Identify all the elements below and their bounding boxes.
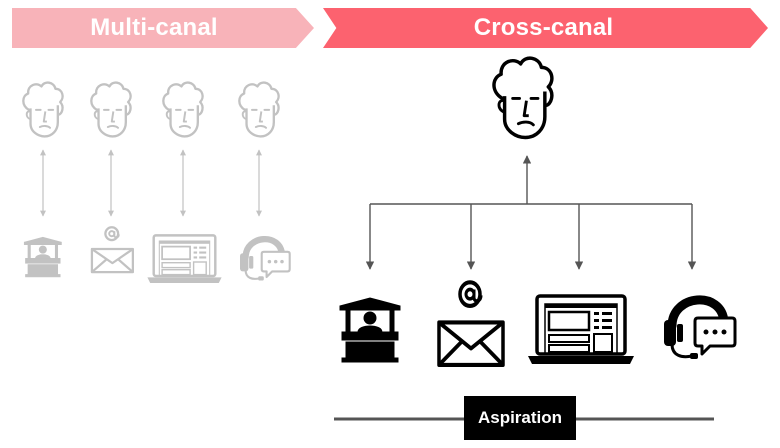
cross-canal-section [334,56,735,421]
email-icon [439,282,503,365]
cross-canal-banner: Cross-canal [323,8,768,48]
multi-canal-arrows [40,149,262,217]
cross-canal-label: Cross-canal [473,14,614,41]
multi-canal-label: Multi-canal [90,14,218,41]
headset-chat-icon [664,300,735,359]
kiosk-icon [339,297,401,363]
multi-canal-banner: Multi-canal [12,8,314,48]
customer-face-icon [238,81,280,138]
kiosk-icon [23,236,62,278]
headset-chat-icon [240,239,290,280]
customer-face-icon [492,56,554,140]
multi-canal-section [22,81,290,285]
laptop-icon [526,294,636,366]
email-icon [90,226,135,274]
aspiration-label: Aspiration [477,408,563,427]
customer-face-icon [162,81,204,138]
cross-canal-channels [339,282,735,366]
multi-canal-faces [22,81,280,138]
customer-face-icon [90,81,132,138]
laptop-icon [146,234,223,285]
cross-canal-connectors [365,155,697,270]
multi-canal-channels [23,226,290,285]
customer-face-icon [22,81,64,138]
aspiration-badge: Aspiration [464,396,576,440]
